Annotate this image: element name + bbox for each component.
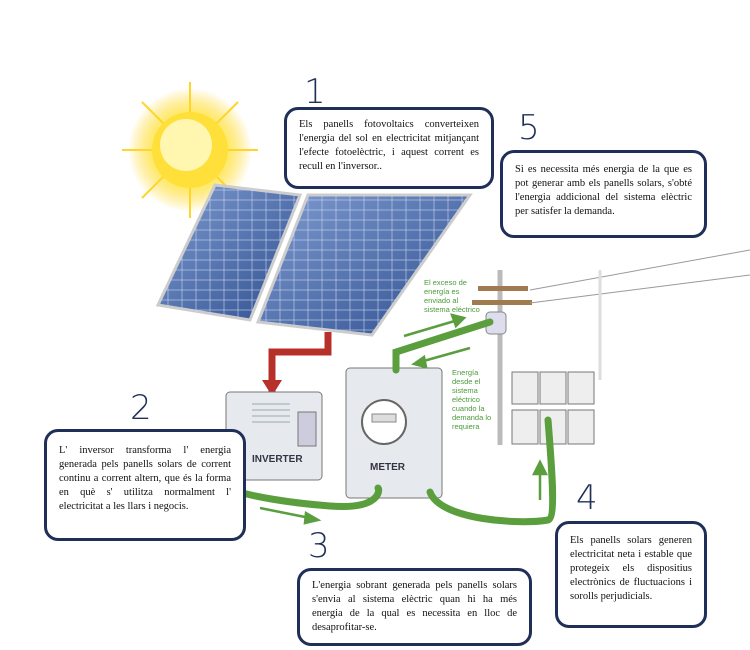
red-dc-pipe xyxy=(268,332,332,392)
step-2-callout: L' inversor transforma l' energia genera… xyxy=(44,429,246,541)
outlets xyxy=(511,371,595,445)
solar-panels xyxy=(155,183,473,337)
step-2-number: 2 xyxy=(130,388,152,428)
inverter-label: INVERTER xyxy=(252,454,303,465)
meter: METER xyxy=(345,367,443,499)
utility-pole xyxy=(472,249,750,445)
step-1-callout: Els panells fotovoltaics converteixen l'… xyxy=(284,107,494,189)
step-3-number: 3 xyxy=(308,526,330,566)
step-3-callout: L'energia sobrant generada pels panells … xyxy=(297,568,532,646)
meter-label: METER xyxy=(370,462,406,473)
demand-energy-label: Energía desde el sistema eléctrico cuand… xyxy=(452,368,492,431)
green-arrow-icons xyxy=(259,313,549,525)
step-4-callout: Els panells solars generen electricitat … xyxy=(555,521,707,628)
step-1-number: 1 xyxy=(304,72,326,112)
step-5-number: 5 xyxy=(518,108,540,148)
excess-energy-label: El exceso de energía es enviado al siste… xyxy=(424,278,480,314)
red-arrow-icon xyxy=(262,380,282,396)
step-4-number: 4 xyxy=(576,478,598,518)
inverter: INVERTER xyxy=(225,391,323,481)
step-5-callout: Si es necessita més energia de la que es… xyxy=(500,150,707,238)
sun-icon xyxy=(122,82,258,218)
